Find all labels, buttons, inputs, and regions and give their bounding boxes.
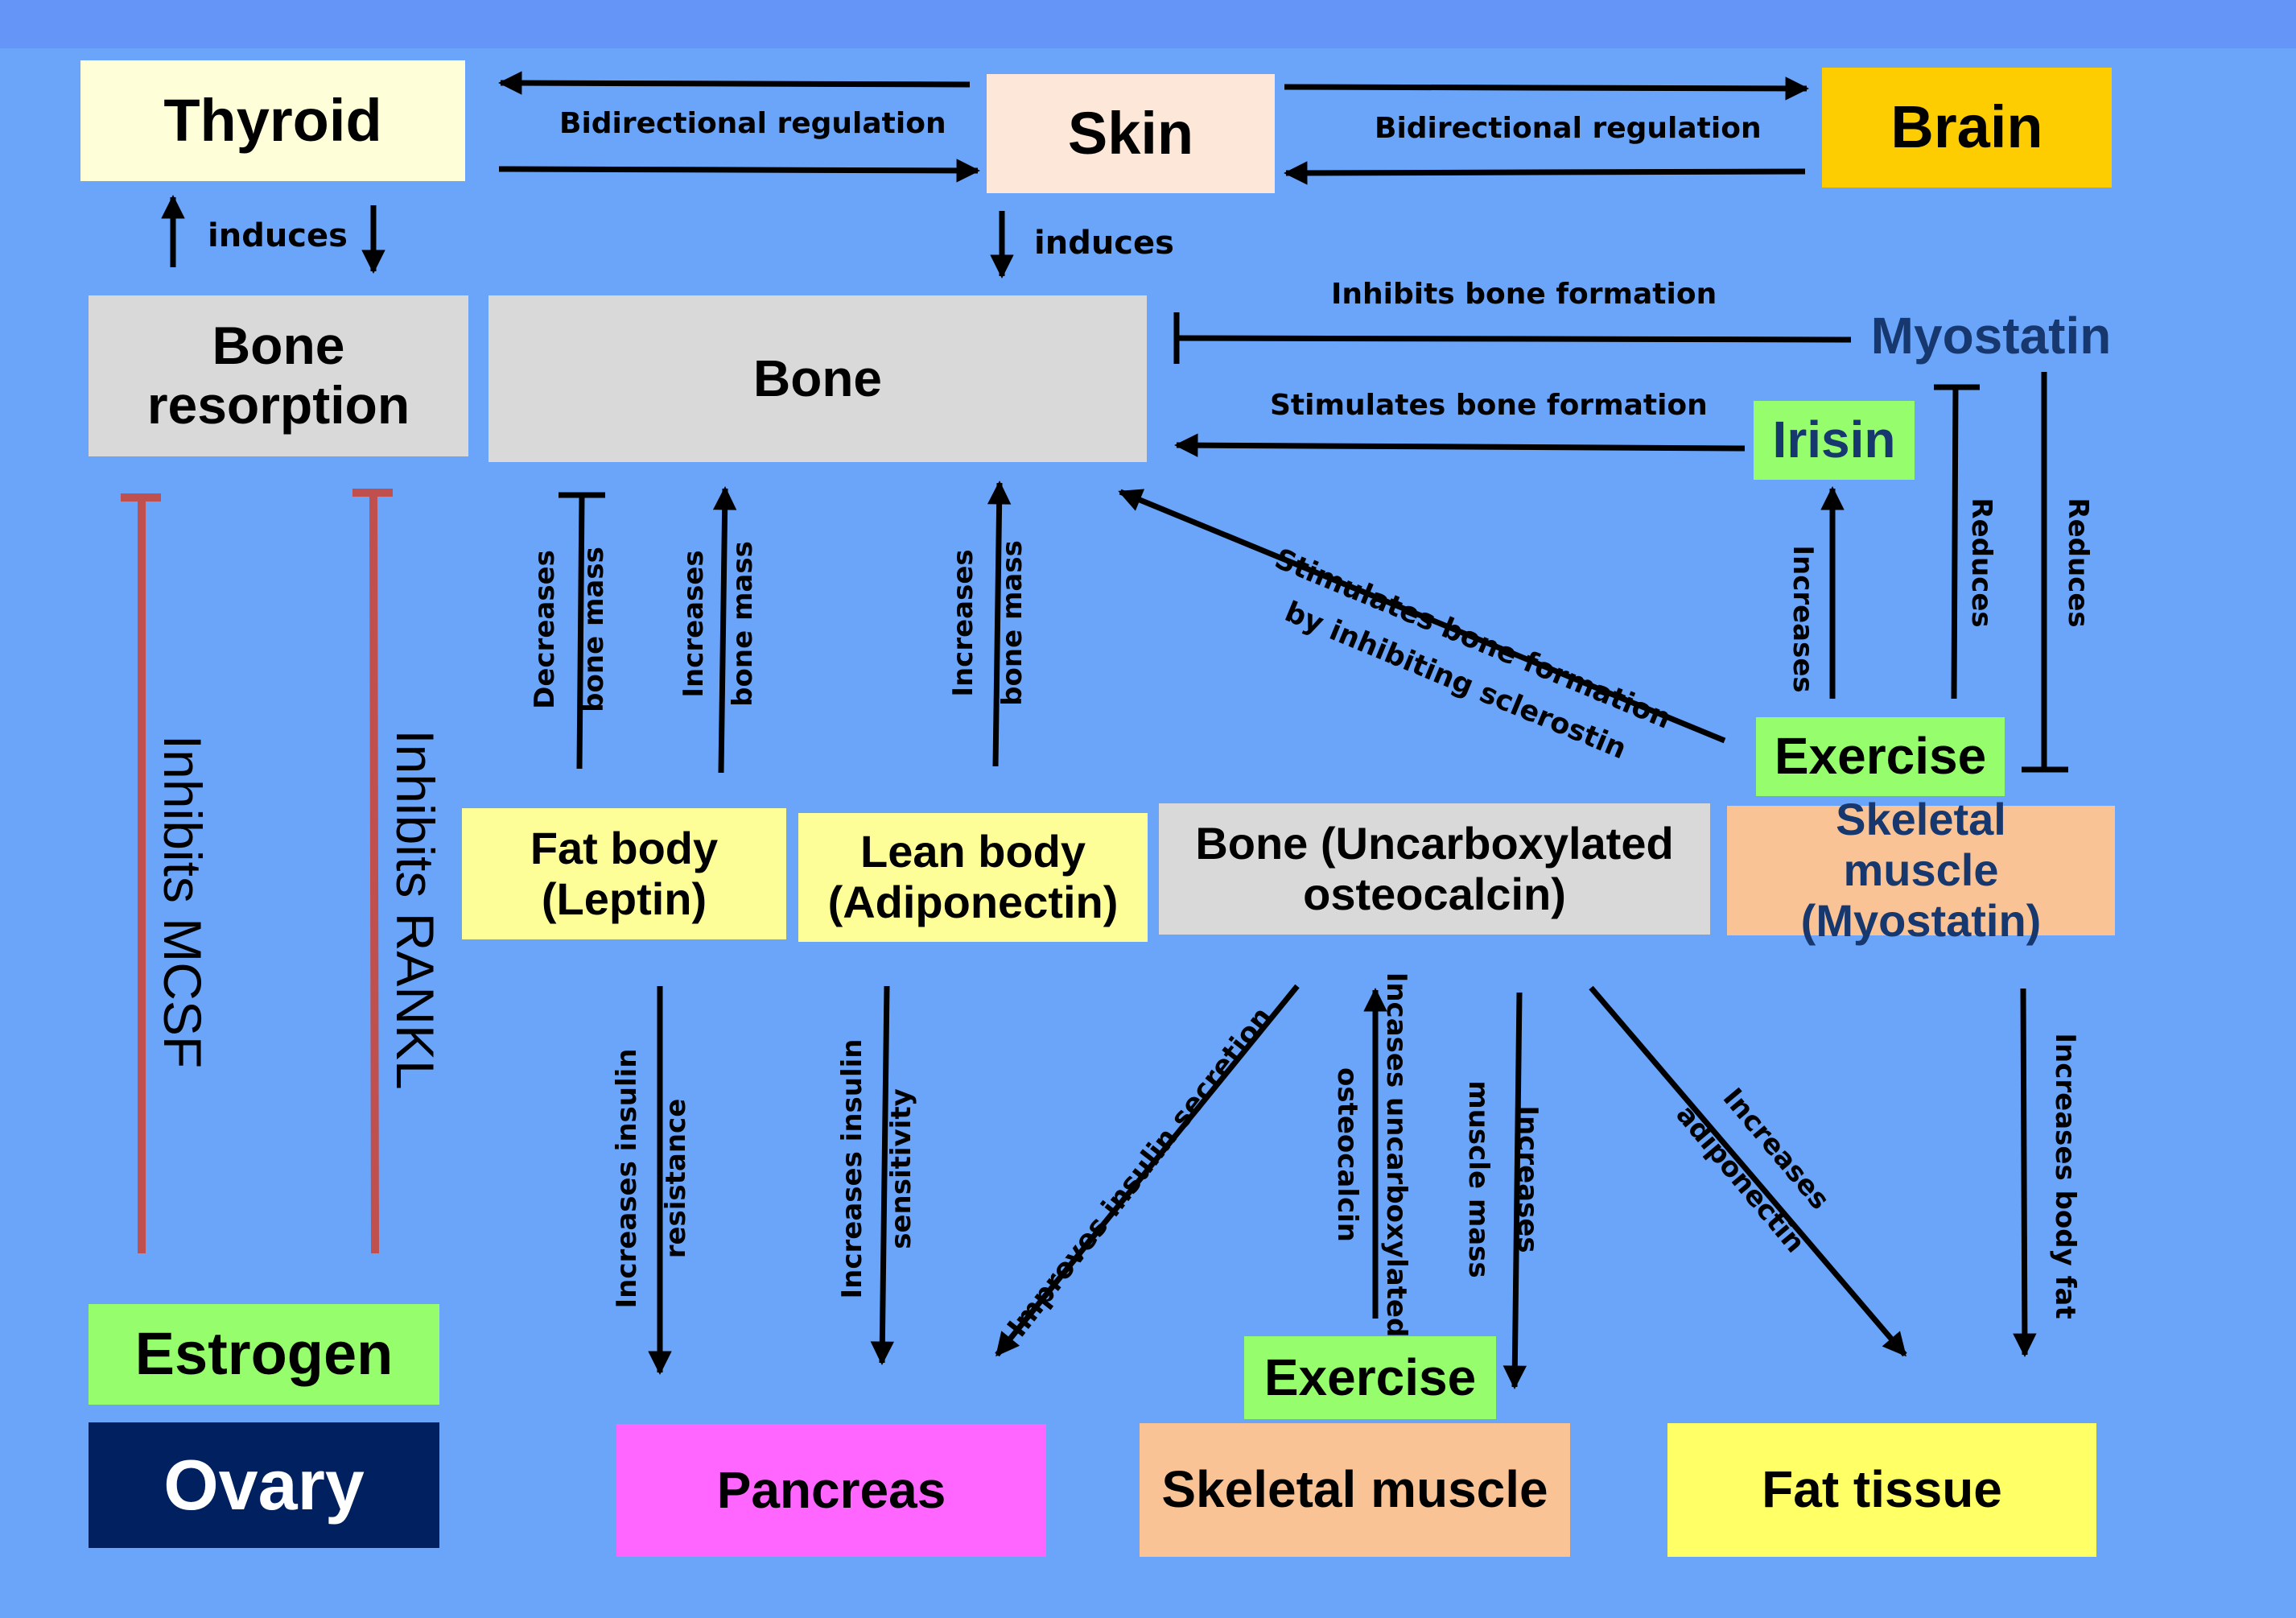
label-skin-induces: induces (1034, 225, 1174, 262)
myostatin-node: Myostatin (1870, 307, 2112, 365)
arrow-fat-to-bone (712, 486, 737, 774)
exercise-node-top: Exercise (1756, 717, 2005, 796)
label-fat-increases-bone-line2: bone mass (727, 541, 759, 707)
bone-osteocalcin-node: Bone (Uncarboxylated osteocalcin) (1159, 803, 1710, 935)
ovary-node: Ovary (89, 1422, 439, 1548)
fat-body-node: Fat body (Leptin) (462, 808, 786, 939)
fat-tissue-node: Fat tissue (1667, 1423, 2096, 1557)
arrow-thyroid-to-skin (498, 159, 980, 183)
label-inhibits-rankl: Inhibits RANKL (385, 729, 445, 1090)
label-osteocalcin-muscle-line2: muscle mass (1462, 1080, 1494, 1278)
arrow-muscle-to-fat (2013, 988, 2037, 1357)
label-thyroid-skin: Bidirectional regulation (559, 107, 946, 140)
label-exercise-osteocalcin-line1: Incases uncarboxylated (1380, 972, 1413, 1338)
brain-node: Brain (1822, 68, 2112, 188)
skeletal-muscle-node: Skeletal muscle (1140, 1423, 1570, 1557)
label-exercise-osteocalcin: Incases uncarboxylated osteocalcin (1307, 972, 1436, 1338)
top-band (0, 0, 2296, 48)
inhibit-exercise-to-myostatin (1951, 386, 1959, 700)
label-exercise-myostatin: Reduces (1965, 497, 1998, 628)
label-osteocalcin-muscle-line1: Increases (1511, 1105, 1544, 1253)
exercise-node-bottom: Exercise (1244, 1336, 1496, 1419)
arrow-osteocalcin-to-muscle (1502, 992, 1527, 1389)
arrow-osteocalcin-to-fat (1589, 985, 1907, 1357)
label-exercise-osteocalcin-line2: osteocalcin (1331, 1067, 1363, 1243)
label-fat-decreases-bone: Decreases bone mass (526, 547, 614, 712)
label-muscle-fat: Increases body fat (2049, 1033, 2082, 1319)
skeletal-muscle-myostatin-node: Skeletal muscle (Myostatin) (1727, 795, 2115, 946)
skin-node: Skin (987, 74, 1275, 193)
arrow-osteocalcin-to-pancreas (995, 984, 1300, 1357)
label-fat-decreases-bone-line2: bone mass (578, 547, 610, 712)
label-osteocalcin-muscle: Increases muscle mass (1438, 1080, 1567, 1277)
bone-node: Bone (488, 295, 1147, 462)
label-myostatin-bone: Inhibits bone formation (1331, 278, 1717, 311)
inhibit-myostatin-to-bone (1176, 335, 1852, 343)
arrow-brain-to-skin (1284, 161, 1806, 185)
arrow-irisin-to-bone (1174, 433, 1746, 457)
label-fat-increases-bone: Increases bone mass (674, 541, 763, 707)
label-lean-increases-bone-line2: bone mass (996, 540, 1028, 706)
arrow-skin-to-thyroid (498, 71, 971, 95)
label-lean-pancreas-line2: sensitivity (885, 1088, 917, 1249)
irisin-node: Irisin (1754, 401, 1915, 480)
bone-resorption-node: Bone resorption (89, 295, 468, 456)
inhibit-fat-to-bone (576, 496, 585, 770)
label-lean-pancreas-line1: Increases insulin (835, 1038, 868, 1299)
inhibit-estrogen-rankl (369, 492, 379, 1254)
label-muscle-myostatin: Reduces (2062, 497, 2095, 628)
label-fat-decreases-bone-line1: Decreases (528, 550, 561, 709)
arrow-lean-to-pancreas (870, 985, 895, 1365)
label-fat-pancreas-line2: resistance (660, 1098, 692, 1259)
arrow-lean-to-bone (987, 481, 1012, 767)
lean-body-node: Lean body (Adiponectin) (798, 813, 1148, 942)
label-fat-increases-bone-line1: Increases (677, 550, 710, 698)
estrogen-node: Estrogen (89, 1304, 439, 1405)
label-irisin-bone: Stimulates bone formation (1270, 389, 1708, 422)
arrow-exercise-to-bone (1118, 489, 1726, 744)
arrow-skin-to-brain (1284, 76, 1809, 101)
label-exercise-irisin: Increases (1787, 545, 1820, 693)
pancreas-node: Pancreas (616, 1424, 1046, 1557)
label-fat-pancreas-line1: Increases insulin (610, 1048, 643, 1309)
label-inhibits-mcsf: Inhibits MCSF (152, 734, 212, 1069)
label-lean-increases-bone: Increases bone mass (944, 540, 1033, 706)
label-fat-pancreas: Increases insulin resistance (604, 1049, 700, 1309)
label-lean-increases-bone-line1: Increases (946, 549, 979, 697)
label-lean-pancreas: Increases insulin sensitivity (833, 1039, 921, 1299)
thyroid-node: Thyroid (80, 60, 465, 181)
label-thyroid-induces: induces (208, 217, 348, 254)
label-skin-brain: Bidirectional regulation (1375, 112, 1762, 145)
